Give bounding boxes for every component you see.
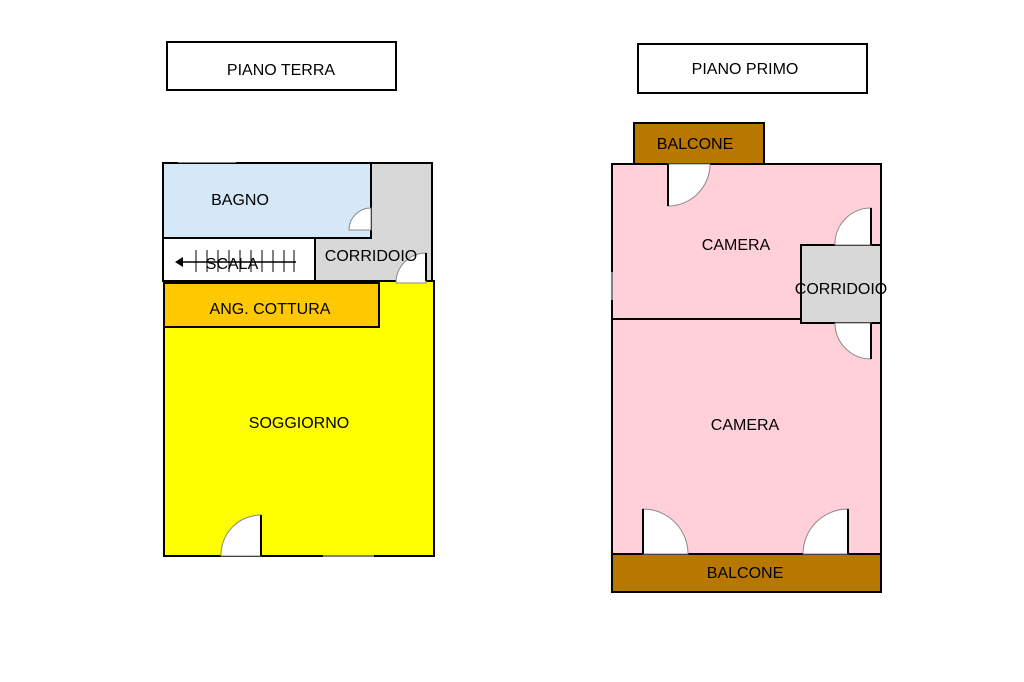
door-camera-1 <box>834 207 872 246</box>
stair-treads <box>195 250 295 272</box>
door-entrance <box>220 514 262 557</box>
door-balcone-bottom-left <box>642 508 689 555</box>
ground-floor: PIANO TERRA <box>162 41 435 557</box>
label-angolo-cottura: ANG. COTTURA <box>210 301 331 318</box>
room-scala <box>162 237 316 282</box>
door-balcone-bottom-right <box>802 508 849 555</box>
first-floor: PIANO PRIMO BALCONE CAMERA CORRIDOIO CAM… <box>611 43 887 593</box>
first-floor-title-box <box>637 43 868 94</box>
door-corridoio-ground <box>395 252 427 284</box>
label-balcone-top: BALCONE <box>657 136 733 153</box>
label-balcone-bottom: BALCONE <box>707 565 783 582</box>
label-soggiorno: SOGGIORNO <box>249 415 349 432</box>
balcone-bottom <box>611 553 882 593</box>
label-corridoio-ground: CORRIDOIO <box>325 248 417 265</box>
label-scala: SCALA <box>206 256 259 273</box>
ground-floor-title: PIANO TERRA <box>227 62 336 79</box>
label-corridoio-first: CORRIDOIO <box>795 281 887 298</box>
ground-floor-title-box <box>166 41 397 91</box>
door-balcone-top <box>667 163 711 207</box>
label-camera-1: CAMERA <box>702 237 771 254</box>
room-bagno <box>162 162 372 239</box>
first-floor-title: PIANO PRIMO <box>692 61 799 78</box>
label-camera-2: CAMERA <box>711 417 780 434</box>
label-bagno: BAGNO <box>211 192 269 209</box>
stair-arrow-icon <box>175 257 296 267</box>
door-bagno <box>348 207 372 231</box>
room-angolo-cottura <box>163 282 380 328</box>
